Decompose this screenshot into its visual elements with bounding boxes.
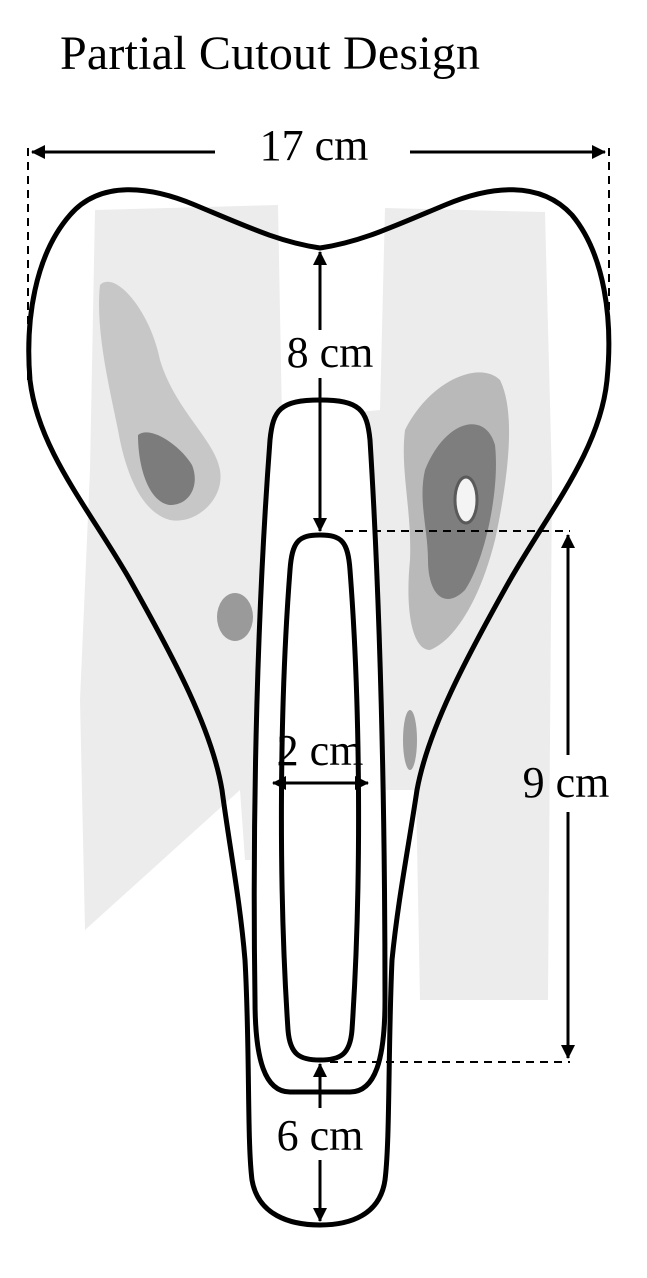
width-label: 17 cm bbox=[260, 121, 369, 170]
pressure-peak-right bbox=[453, 475, 479, 525]
pressure-spot-small bbox=[403, 710, 417, 770]
cutout-width-dimension: 2 cm bbox=[272, 726, 369, 790]
cutout-length-label: 9 cm bbox=[523, 758, 610, 807]
width-dimension: 17 cm bbox=[27, 121, 610, 380]
pressure-mid-spot bbox=[217, 593, 253, 641]
rear-to-cutout-label: 6 cm bbox=[277, 1111, 364, 1160]
diagram-title: Partial Cutout Design bbox=[60, 27, 481, 80]
cutout-length-dimension: 9 cm bbox=[330, 530, 610, 1063]
saddle-outline bbox=[26, 187, 612, 1228]
rear-to-cutout-dimension: 6 cm bbox=[277, 1063, 364, 1222]
pressure-high-left bbox=[138, 432, 195, 505]
nose-to-cutout-label: 8 cm bbox=[287, 328, 374, 377]
cutout-width-label: 2 cm bbox=[277, 726, 364, 775]
nose-to-cutout-dimension: 8 cm bbox=[287, 251, 374, 532]
pressure-mid-left bbox=[99, 281, 221, 521]
inner-cutout-outline bbox=[278, 532, 362, 1063]
